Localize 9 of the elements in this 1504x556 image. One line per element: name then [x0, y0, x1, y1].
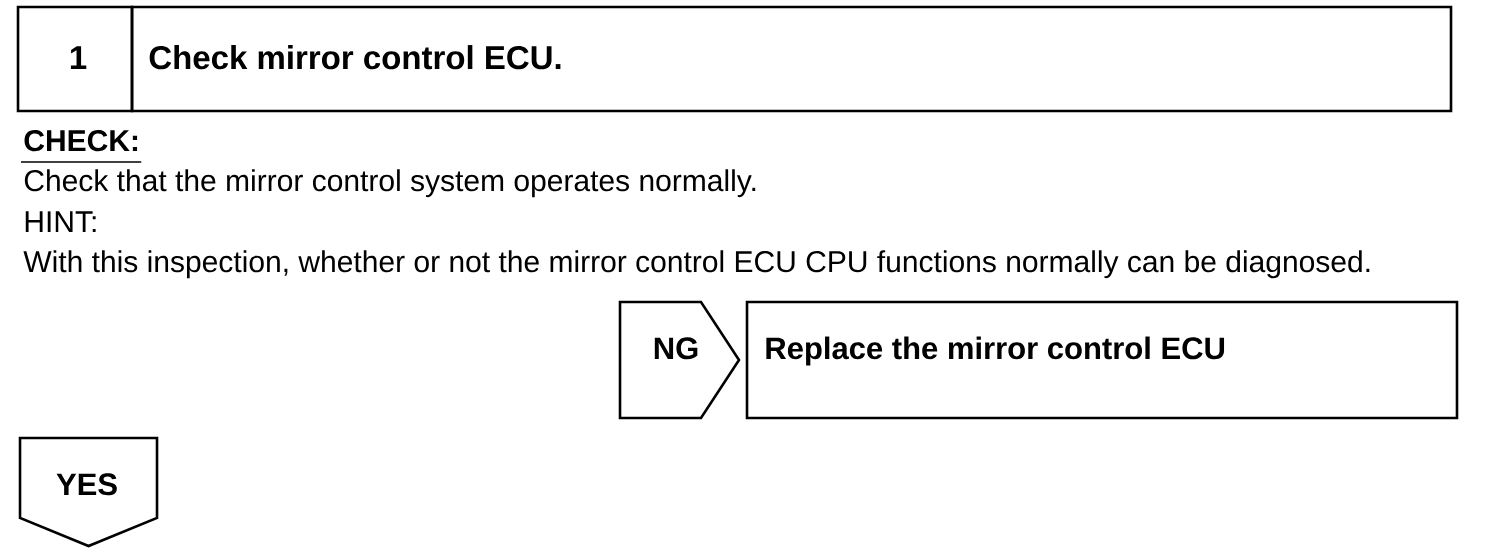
- yes-arrow-box: YES: [18, 436, 159, 548]
- hint-text: With this inspection, whether or not the mirror control ECU CPU functions normally can be diagnosed.: [23, 250, 1370, 279]
- ng-arrow-box: NG: [618, 300, 741, 420]
- step-number-box: 1: [16, 5, 134, 113]
- step-title-box: Check mirror control ECU.: [130, 5, 1453, 113]
- result-box: Replace the mirror control ECU: [745, 300, 1459, 420]
- instruction-text: Check that the mirror control system operates normally.: [24, 169, 756, 198]
- hint-heading: HINT:: [25, 211, 96, 232]
- check-heading: CHECK:: [20, 130, 143, 163]
